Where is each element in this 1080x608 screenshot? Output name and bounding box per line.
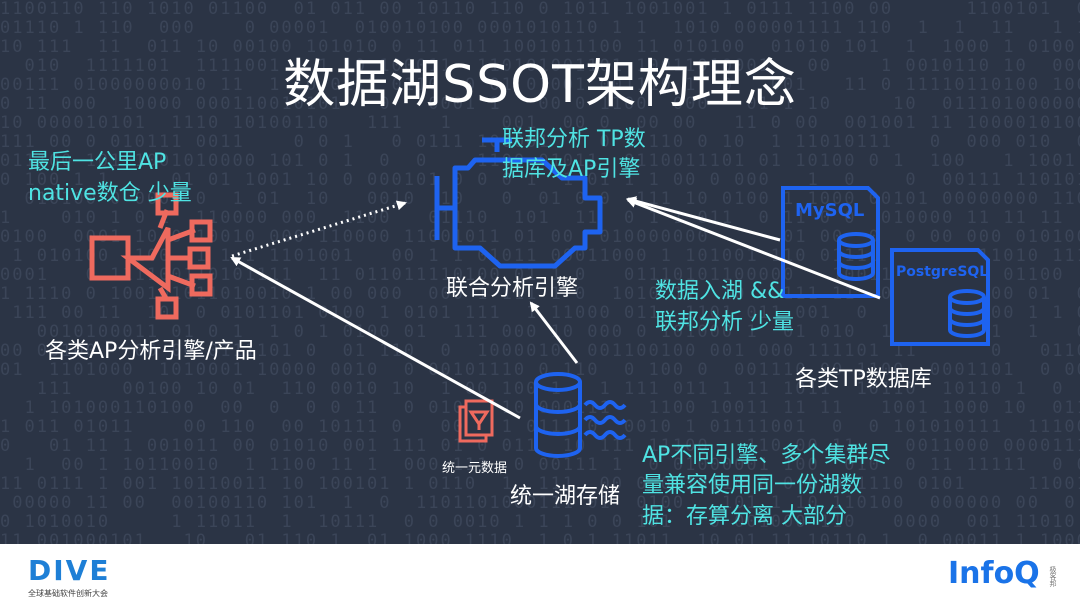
network-hub-icon: [89, 192, 213, 320]
arrow-lake-to-ap: [230, 256, 521, 420]
dive-logo: DIVE: [28, 554, 111, 587]
binary-pattern: 1100110 110 1010 01100 01 011 00 10110 1…: [0, 0, 1080, 544]
arrow-lake-to-engine: [529, 301, 579, 364]
footer: DIVE 全球基础软件创新大会 InfoQ 极客邦: [0, 544, 1080, 608]
compute-note-line2: 量兼容使用同一份湖数: [642, 473, 863, 498]
engine-note-line1: 联邦分析 TP数: [502, 127, 646, 152]
infoq-logo: InfoQ: [948, 556, 1040, 591]
ingest-note-line2: 联邦分析 少量: [655, 310, 794, 335]
arrow-mysql-to-engine: [626, 196, 781, 242]
infoq-tag: 极客邦: [1049, 566, 1057, 587]
diagram-canvas: MySQL PostgreSQL: [89, 137, 990, 458]
mysql-label: MySQL: [795, 200, 864, 221]
federated-engine-label: 联合分析引擎: [446, 276, 579, 301]
slide-title: 数据湖SSOT架构理念: [283, 55, 797, 115]
engine-icon: [434, 137, 603, 269]
ingest-note-line1: 数据入湖 &&: [655, 279, 785, 304]
lake-storage-icon: [534, 372, 627, 458]
metadata-label: 统一元数据: [442, 461, 508, 476]
database-icon: [781, 186, 880, 298]
database-icon: [890, 248, 990, 346]
arrow-ap-to-engine: [231, 200, 407, 258]
engine-note-line2: 据库及AP引擎: [502, 157, 641, 182]
ap-note-line1: 最后一公里AP: [28, 150, 167, 175]
metadata-icon: [458, 399, 494, 443]
ap-engines-label: 各类AP分析引擎/产品: [45, 339, 257, 364]
unified-lake-label: 统一湖存储: [510, 484, 621, 509]
arrow-postgres-to-engine: [626, 198, 881, 300]
dive-subtitle: 全球基础软件创新大会: [28, 589, 108, 598]
ap-note-line2: native数仓 少量: [28, 181, 192, 206]
compute-note-line3: 据：存算分离 大部分: [642, 504, 847, 529]
tp-databases-label: 各类TP数据库: [795, 367, 932, 392]
postgres-label: PostgreSQL: [896, 264, 988, 280]
compute-note-line1: AP不同引擎、多个集群尽: [642, 443, 891, 468]
